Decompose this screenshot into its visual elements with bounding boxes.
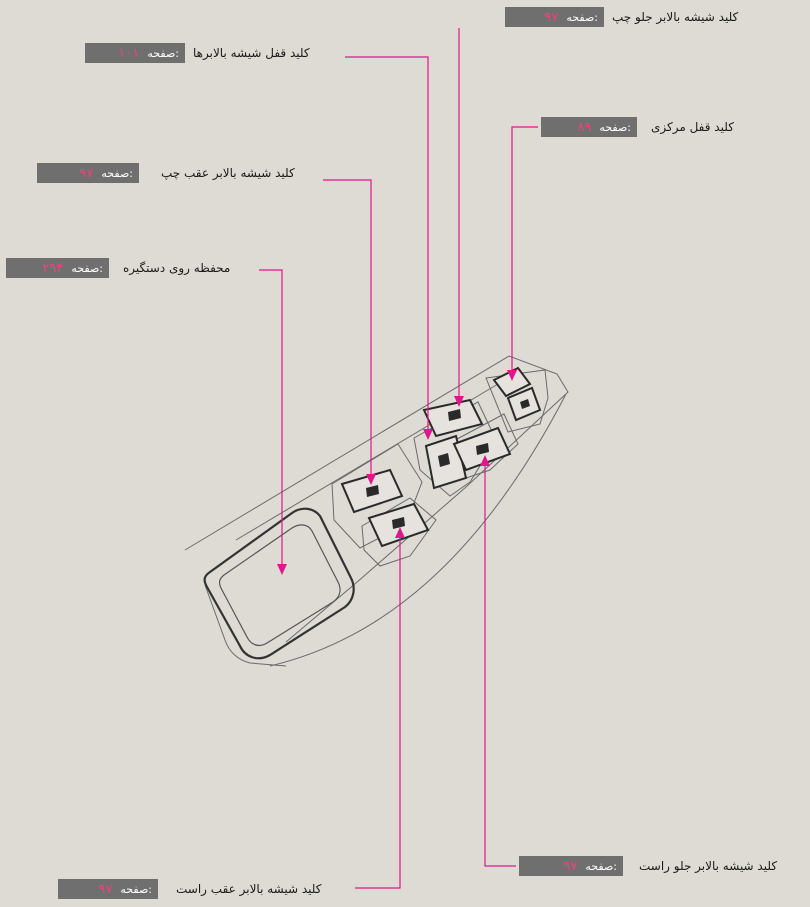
page-number: ۹۷: [79, 165, 94, 181]
callout-central-lock: صفحه: ۸۹ کلید قفل مرکزی: [541, 117, 734, 137]
switch-glyphs: [366, 399, 530, 529]
page-prefix: صفحه:: [147, 46, 179, 60]
callout-label: محفظه روی دستگیره: [123, 261, 231, 275]
page-number: ۸۹: [577, 119, 592, 135]
callout-rear-left-window: صفحه: ۹۷ کلید شیشه بالابر عقب چپ: [37, 163, 295, 183]
callout-front-right-window: صفحه: ۹۷ کلید شیشه بالابر جلو راست: [519, 856, 777, 876]
page-badge: صفحه: ۹۷: [505, 7, 604, 27]
page-prefix: صفحه:: [101, 166, 133, 180]
callout-handle-compartment: صفحه: ۲۹۴ محفظه روی دستگیره: [6, 258, 230, 278]
page-prefix: صفحه:: [585, 859, 617, 873]
callout-label: کلید شیشه بالابر جلو راست: [639, 859, 778, 873]
callout-rear-right-window: صفحه: ۹۷ کلید شیشه بالابر عقب راست: [58, 879, 321, 899]
page-prefix: صفحه:: [599, 120, 631, 134]
callout-label: کلید شیشه بالابر عقب چپ: [161, 166, 295, 180]
callout-label: کلید شیشه بالابر عقب راست: [176, 882, 322, 896]
page-badge: صفحه: ۸۹: [541, 117, 637, 137]
page-prefix: صفحه:: [120, 882, 152, 896]
page-number: ۱۰۱: [118, 45, 140, 61]
page-number: ۲۹۴: [42, 260, 64, 276]
page-prefix: صفحه:: [71, 261, 103, 275]
callout-front-left-window: صفحه: ۹۷ کلید شیشه بالابر جلو چپ: [505, 7, 738, 27]
handle-compartment-shape: [203, 507, 355, 660]
leader-lines: [259, 28, 538, 889]
page-prefix: صفحه:: [566, 10, 598, 24]
leader-arrowheads: [277, 370, 517, 575]
page-number: ۹۷: [98, 881, 113, 897]
callout-label: کلید قفل مرکزی: [651, 120, 734, 134]
page-badge: صفحه: ۹۷: [37, 163, 139, 183]
callout-window-lock: صفحه: ۱۰۱ کلید قفل شیشه بالابرها: [85, 43, 310, 63]
page-badge: صفحه: ۹۷: [519, 856, 623, 876]
page-number: ۹۷: [544, 9, 559, 25]
page-badge: صفحه: ۱۰۱: [85, 43, 185, 63]
callout-label: کلید قفل شیشه بالابرها: [193, 46, 310, 60]
page-badge: صفحه: ۲۹۴: [6, 258, 109, 278]
callout-label: کلید شیشه بالابر جلو چپ: [612, 10, 739, 24]
page-number: ۹۷: [563, 858, 578, 874]
page-badge: صفحه: ۹۷: [58, 879, 158, 899]
